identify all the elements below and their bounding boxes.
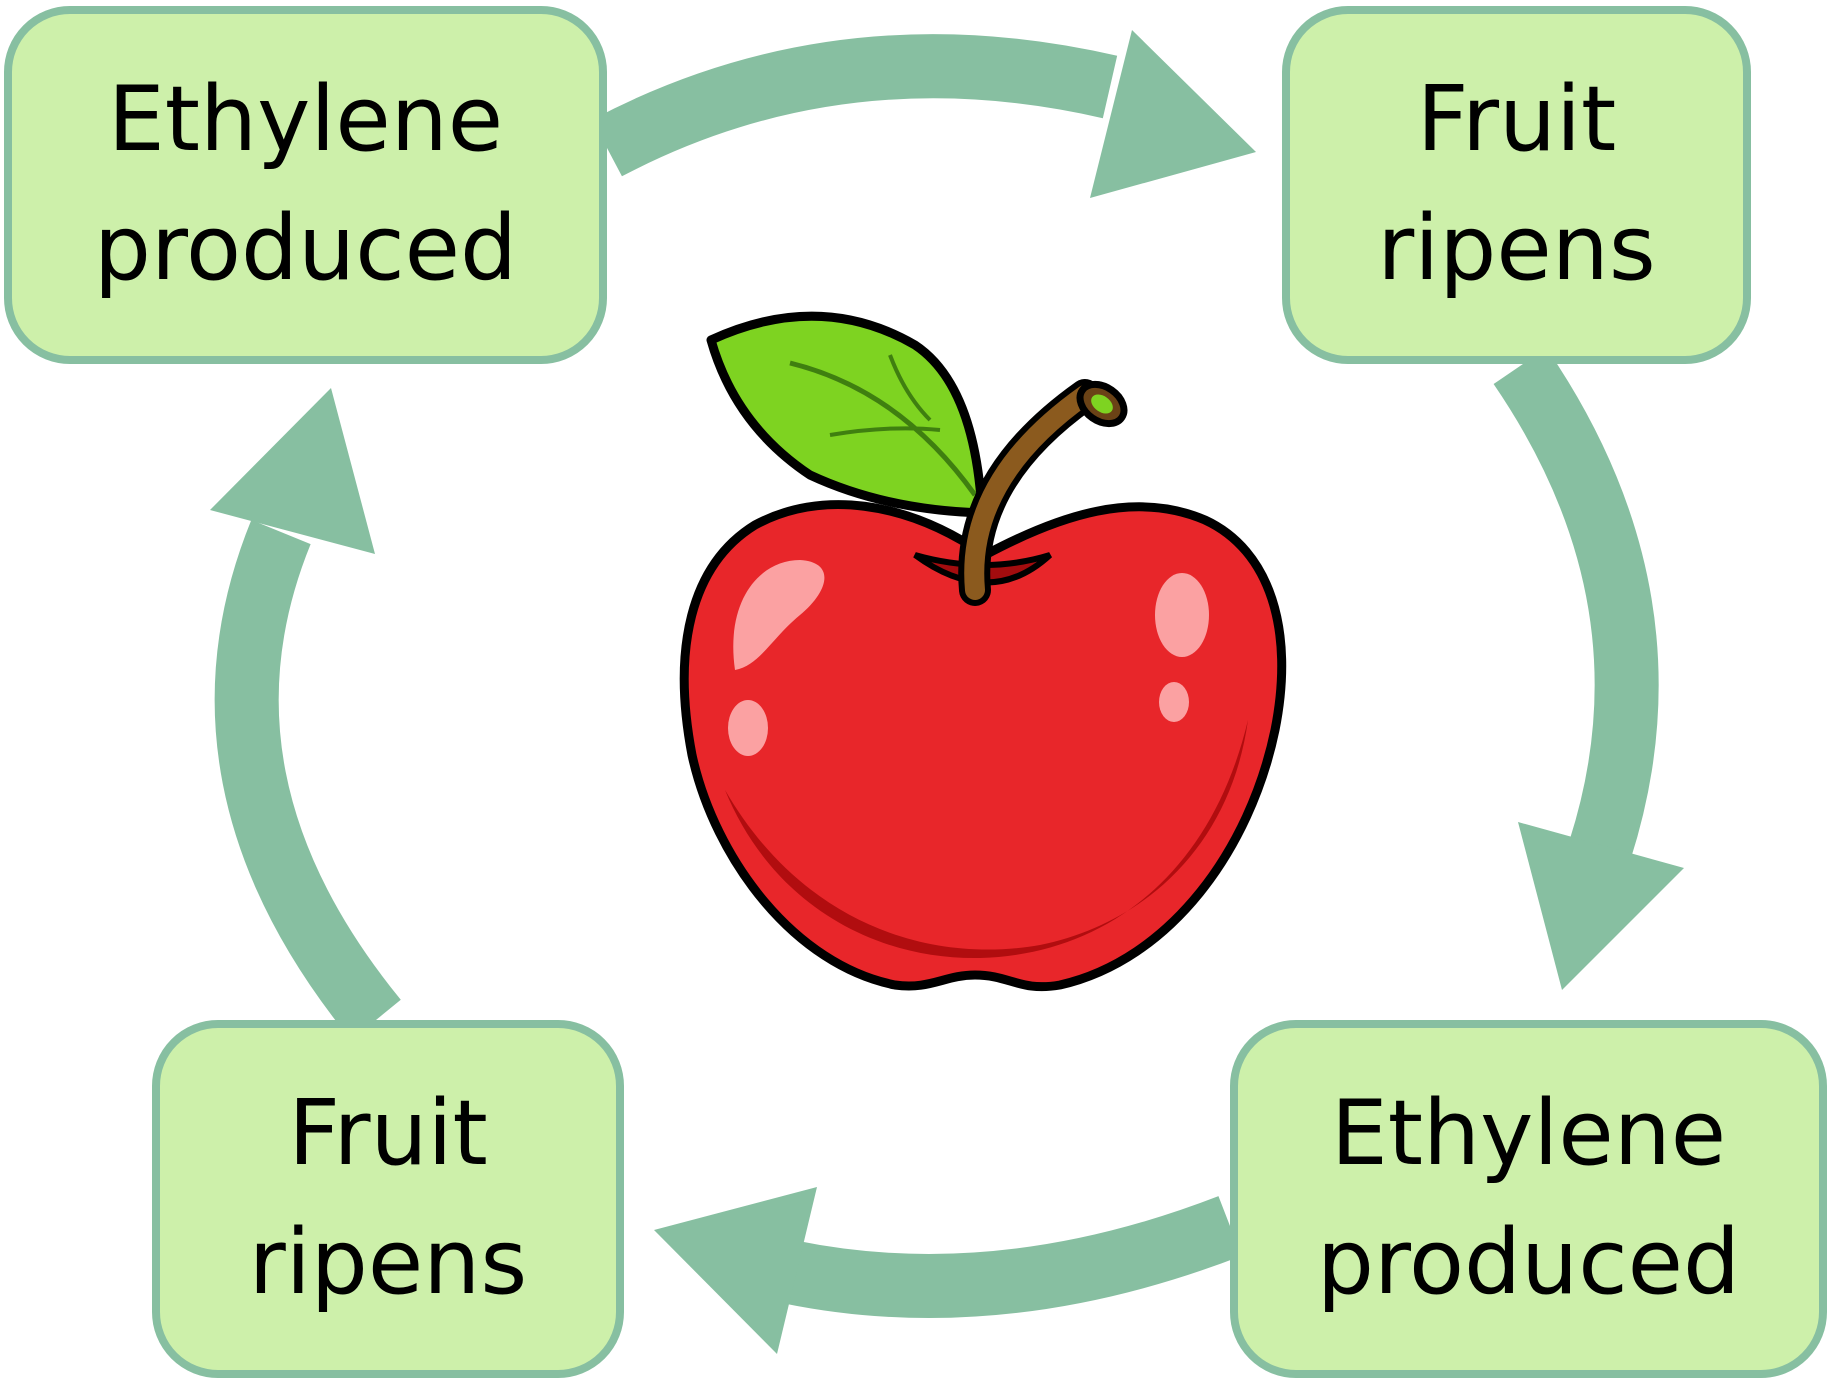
apple-body	[679, 500, 1287, 992]
arrow-right	[1493, 347, 1684, 990]
apple-leaf	[706, 311, 987, 518]
node-label-line1: Fruit	[288, 1081, 488, 1187]
node-ethylene-produced-top-left: Ethylene produced	[4, 6, 607, 364]
arrow-left	[210, 388, 401, 1041]
node-label-line1: Ethylene	[107, 67, 504, 173]
arrow-bottom	[654, 1187, 1242, 1354]
node-fruit-ripens-top-right: Fruit ripens	[1282, 6, 1751, 364]
node-label-line2: produced	[93, 196, 518, 301]
node-label-line1: Fruit	[1416, 67, 1617, 173]
node-label-line2: ripens	[1377, 196, 1656, 301]
node-label-line2: ripens	[248, 1210, 528, 1315]
node-ethylene-produced-bottom-right: Ethylene produced	[1230, 1020, 1827, 1378]
node-label-line2: produced	[1316, 1210, 1741, 1315]
node-fruit-ripens-bottom-left: Fruit ripens	[152, 1020, 624, 1378]
arrow-top	[592, 30, 1256, 198]
node-label-line1: Ethylene	[1330, 1081, 1727, 1187]
apple-icon	[679, 311, 1287, 992]
